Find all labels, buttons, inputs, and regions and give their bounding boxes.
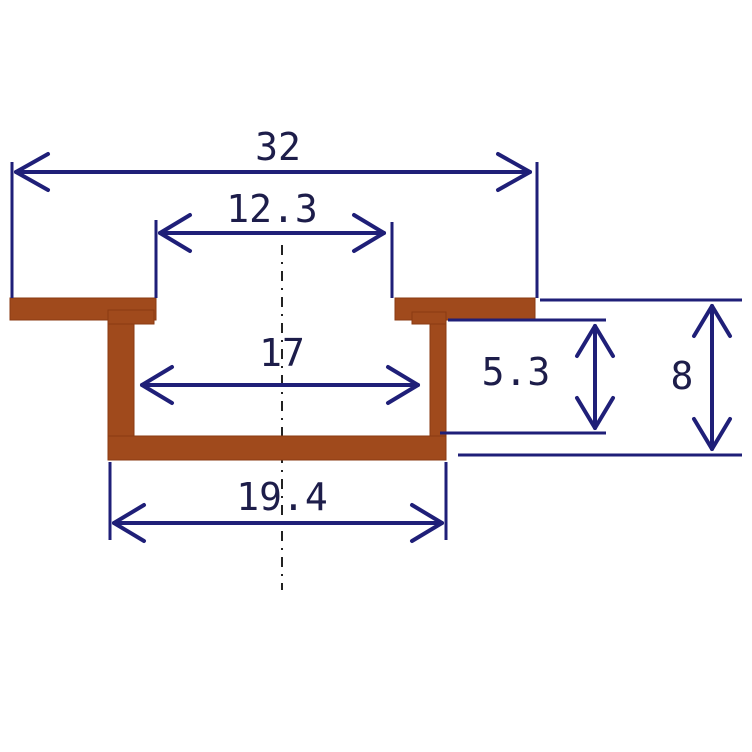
label-12-3: 12.3 [226,187,318,231]
dimension-top-opening: 12.3 [158,187,386,253]
label-17: 17 [259,331,305,375]
dimension-total-height: 8 [671,304,732,451]
label-19-4: 19.4 [236,475,328,519]
dimension-overall-width: 32 [14,125,532,192]
label-5-3: 5.3 [482,350,551,394]
dimension-inner-depth: 5.3 [482,324,615,430]
extension-lines [10,162,742,540]
label-8: 8 [671,354,694,398]
dimension-outer-width: 19.4 [112,475,444,543]
channel-profile [9,297,536,461]
label-32: 32 [255,125,301,169]
dimension-inner-width: 17 [140,331,420,405]
